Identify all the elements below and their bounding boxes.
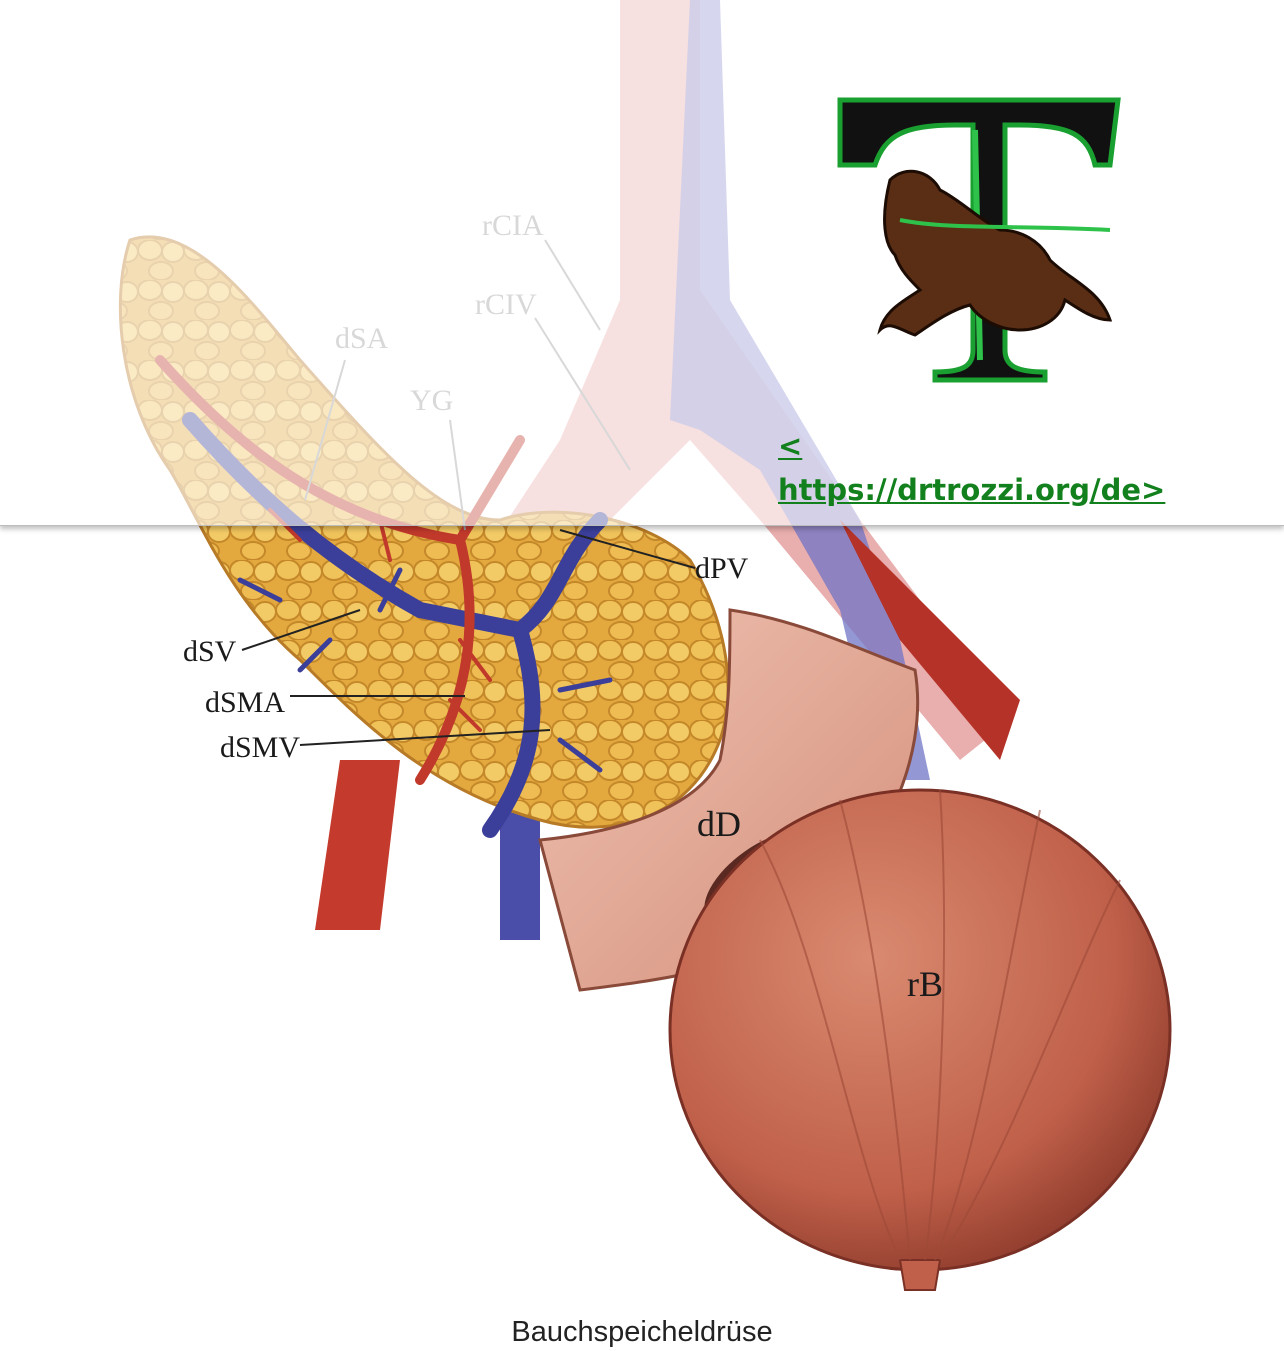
label-dSMV: dSMV	[220, 731, 300, 764]
label-rB: rB	[907, 964, 943, 1004]
figure-caption: Bauchspeicheldrüse	[0, 1316, 1284, 1349]
label-rCIV: rCIV	[475, 288, 537, 321]
label-rCIA: rCIA	[482, 209, 544, 242]
label-dSMA: dSMA	[205, 686, 285, 719]
drtrozzi-link[interactable]: < https://drtrozzi.org/de>	[778, 424, 1208, 512]
label-dPV: dPV	[695, 552, 749, 585]
link-open-bracket[interactable]: <	[778, 424, 1208, 468]
label-dSV: dSV	[183, 635, 237, 668]
bladder	[670, 790, 1170, 1290]
label-dSA: dSA	[335, 322, 389, 355]
label-dD: dD	[697, 804, 741, 844]
label-YG: YG	[410, 384, 453, 417]
link-url[interactable]: https://drtrozzi.org/de>	[778, 468, 1208, 512]
drtrozzi-logo-icon	[830, 80, 1130, 390]
